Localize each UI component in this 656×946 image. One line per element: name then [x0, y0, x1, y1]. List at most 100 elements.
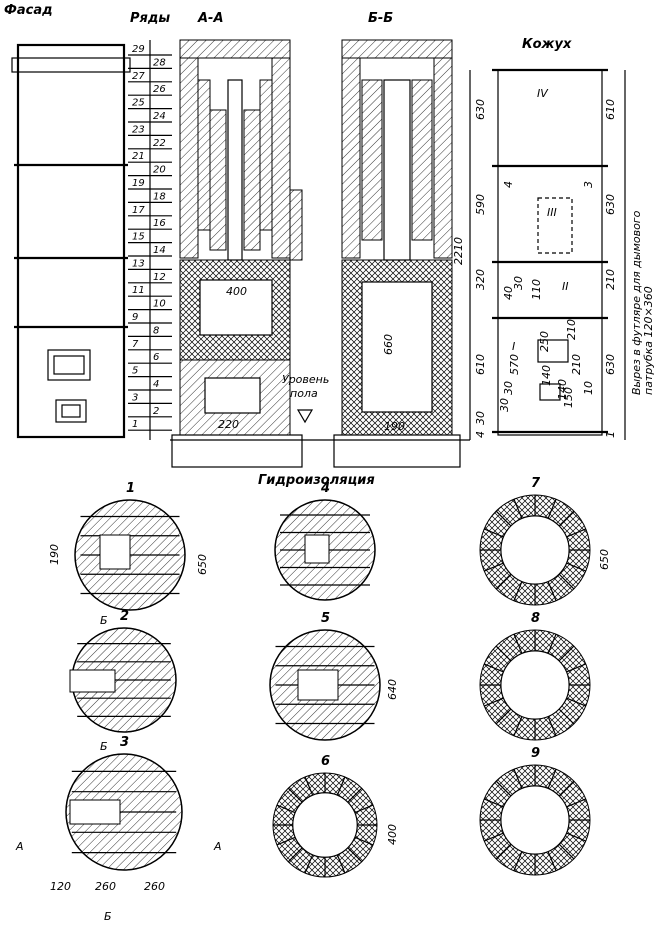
- bb-wall-right: [433, 57, 453, 259]
- plan-7-dim: 650: [598, 549, 611, 570]
- section-aa: А-А 400 220: [171, 11, 303, 468]
- casing-dim-right: 1: [604, 431, 617, 438]
- row-number: 1: [132, 419, 138, 430]
- plan-3-dim-bottom: 260: [144, 880, 165, 893]
- row-number: 19: [132, 178, 145, 189]
- casing-dim-inner: 140: [556, 379, 569, 400]
- row-number: 26: [153, 84, 166, 95]
- casing-dim-right: 210: [604, 269, 617, 290]
- row-number: 7: [132, 339, 139, 350]
- facade-title: Фасад: [4, 3, 53, 18]
- aa-wall-left: [179, 57, 199, 259]
- section-aa-title: А-А: [197, 11, 224, 26]
- plan-number: 1: [126, 481, 135, 496]
- plan-8: 8: [479, 611, 591, 741]
- casing-dim-inner: 40: [502, 286, 515, 300]
- row-number: 3: [132, 392, 138, 403]
- plan-number: 4: [320, 481, 330, 496]
- casing-dim-inner: 30: [498, 398, 511, 412]
- casing-dim-inner: 110: [530, 279, 543, 300]
- facade-cap: [11, 57, 131, 73]
- bb-channel: [361, 79, 383, 241]
- bb-ash-dim: 190: [384, 420, 405, 433]
- bb-wall-left: [341, 57, 361, 259]
- casing-dim-right: 630: [604, 354, 617, 375]
- plan-6-dim: 400: [386, 824, 399, 845]
- plan-number: 2: [120, 609, 129, 624]
- plan-2: 2: [69, 609, 177, 733]
- casing-dim-inner: 150: [562, 387, 575, 408]
- casing-dim-inner: 250: [538, 331, 551, 352]
- plan-3-dim-bottom: 260: [95, 880, 116, 893]
- casing-dim-inner: 3: [582, 181, 595, 188]
- row-number: 13: [132, 258, 145, 269]
- plan-9: 9: [479, 746, 591, 876]
- casing-dim-inner: 140: [540, 365, 553, 386]
- aa-channel: [197, 79, 211, 231]
- aa-ash-dim: 220: [218, 418, 239, 431]
- casing-dim-inner: 4: [502, 181, 515, 188]
- plan-1-dim-right: 650: [196, 554, 209, 575]
- casing-dim-left: 30: [474, 411, 487, 425]
- casing-dim-left: 320: [474, 269, 487, 290]
- aa-riser: [243, 109, 261, 251]
- casing-dim-left: 590: [474, 194, 487, 215]
- aa-firebox-chamber: [199, 279, 273, 336]
- section-bb: Б-Б 660 190 2210: [333, 11, 465, 468]
- bb-cap: [341, 39, 453, 59]
- floor-level-label-1: Уровень: [282, 373, 329, 386]
- cutout-note-1: Вырез в футляре для дымового: [630, 210, 643, 395]
- row-number: 14: [153, 245, 166, 256]
- total-height-dim: 2210: [452, 237, 465, 265]
- row-number: 18: [153, 191, 166, 202]
- row-number: 17: [132, 205, 145, 216]
- casing-view: Кожух Вырез в футляре для дымового патру…: [469, 37, 655, 440]
- row-number: 9: [132, 312, 138, 323]
- row-number: 4: [153, 379, 159, 390]
- ash-door-inner: [61, 404, 81, 418]
- section-bb-title: Б-Б: [368, 11, 393, 26]
- row-number: 25: [132, 98, 145, 109]
- floor-annotation: Уровень пола Гидроизоляция: [170, 373, 470, 488]
- plan-number: 8: [531, 611, 540, 626]
- row-number: 28: [153, 57, 166, 68]
- bb-channel: [411, 79, 433, 241]
- aa-ash: [204, 377, 261, 414]
- ash-door: [55, 399, 87, 423]
- row-number: 22: [153, 138, 166, 149]
- casing-dim-left: 4: [474, 431, 487, 438]
- row-number: 2: [153, 406, 159, 417]
- aa-cap: [179, 39, 291, 59]
- cut-b-marker: Б: [104, 910, 112, 923]
- plan-3-dim-bottom: 120: [50, 880, 71, 893]
- firebox-door: [47, 349, 91, 381]
- cut-a-marker: А: [15, 840, 24, 853]
- row-number: 29: [132, 44, 145, 55]
- plan-number: 9: [531, 746, 540, 761]
- casing-dim-inner: III: [547, 206, 557, 219]
- row-number: 24: [153, 111, 166, 122]
- aa-channel: [259, 79, 273, 231]
- row-number: 15: [132, 232, 145, 243]
- casing-dim-right: 630: [604, 194, 617, 215]
- rows-title: Ряды: [130, 11, 170, 26]
- firebox-door-inner: [53, 355, 85, 375]
- cutout-note-2: патрубка 120×360: [642, 286, 655, 395]
- casing-dim-inner: IV: [537, 87, 549, 100]
- casing-dim-inner: 30: [502, 381, 515, 395]
- row-number: 5: [132, 366, 138, 377]
- plan-number: 5: [321, 611, 330, 626]
- row-number: 10: [153, 299, 166, 310]
- bb-height-dim: 660: [382, 334, 395, 355]
- row-number: 12: [153, 272, 166, 283]
- row-number: 6: [153, 352, 159, 363]
- casing-dim-inner: I: [512, 340, 515, 353]
- plan-4: 4: [274, 481, 376, 601]
- row-numbers: Ряды 29282726252423222120191817161514131…: [128, 11, 172, 440]
- casing-dim-inner: 30: [512, 276, 525, 290]
